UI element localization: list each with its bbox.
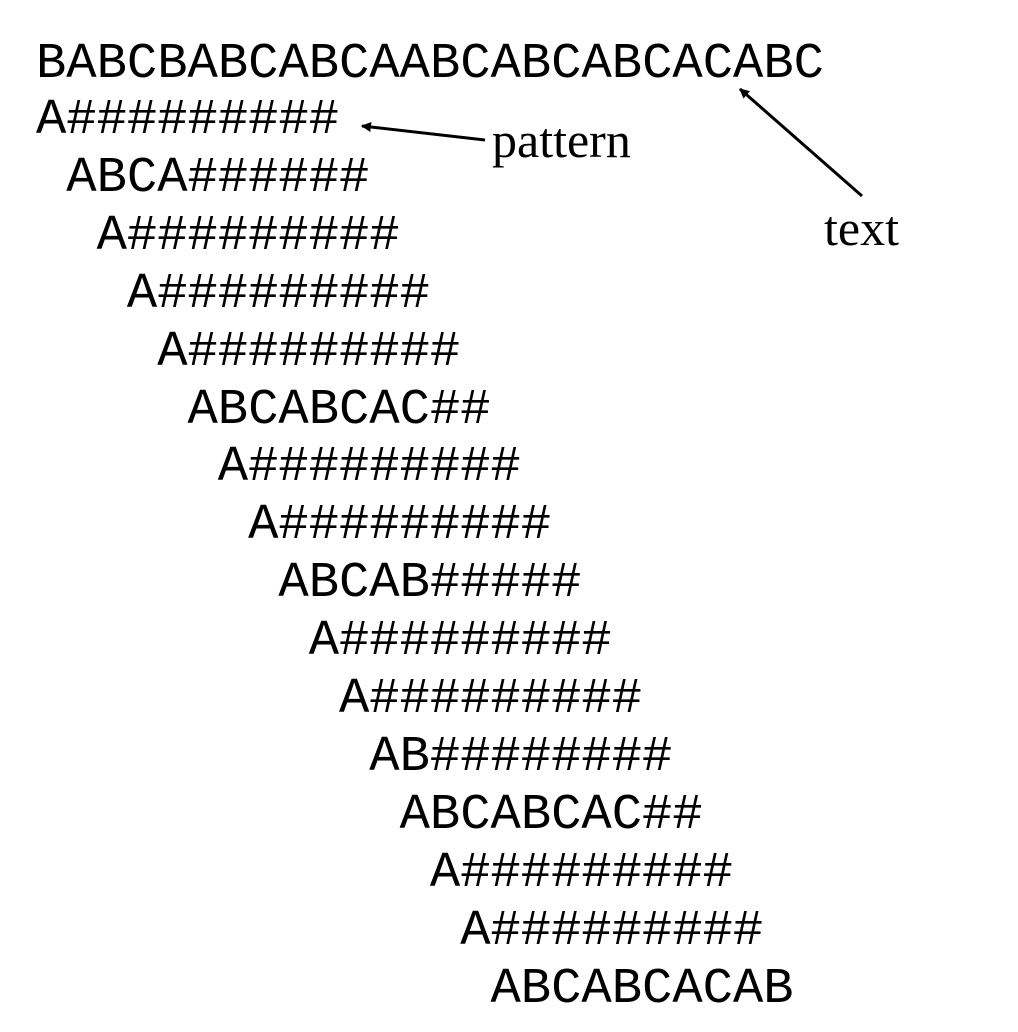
text-label: text	[824, 200, 899, 256]
text-string: BABCBABCABCAABCABCABCACABC	[36, 36, 824, 93]
pattern-row: ABCABCACAB	[490, 960, 794, 1018]
pattern-row: ABCABCAC##	[399, 786, 703, 844]
pattern-row: A#########	[96, 207, 400, 265]
pattern-row: A#########	[460, 902, 764, 960]
pattern-row: A#########	[217, 439, 521, 497]
text-arrow	[739, 87, 863, 198]
pattern-row: ABCA######	[66, 149, 370, 207]
pattern-arrow	[361, 122, 486, 142]
pattern-row: A#########	[248, 497, 552, 555]
pattern-row: A#########	[429, 844, 733, 902]
pattern-row: ABCABCAC##	[187, 381, 491, 439]
pattern-row: A#########	[36, 92, 340, 149]
pattern-label: pattern	[492, 112, 631, 168]
pattern-row: A#########	[339, 671, 643, 728]
pattern-row: A#########	[308, 613, 612, 671]
pattern-row: A#########	[157, 323, 461, 381]
pattern-row: A#########	[126, 265, 430, 323]
pattern-row: ABCAB#####	[278, 555, 582, 613]
pattern-row: AB########	[369, 728, 673, 786]
